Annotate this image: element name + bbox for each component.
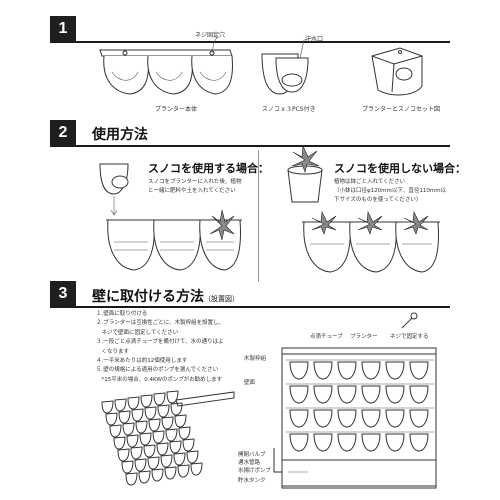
set-view-label: プランターとスノコセット図	[362, 106, 441, 113]
section-3-divider	[50, 306, 450, 308]
planter-body-figure	[99, 35, 233, 95]
wall-grid-figure	[101, 390, 235, 486]
planter-with-plants-figure	[302, 210, 440, 273]
irrigation-schematic	[273, 347, 437, 489]
section-2-vertical-divider	[258, 150, 259, 282]
step-line: ４.一平米あたりは約12個使用します	[96, 358, 188, 365]
without-sunoko-note: 植物は鉢ごと入れてください （小鉢は口径φ120mm以下、直径110mm以 下サ…	[334, 179, 447, 203]
with-sunoko-note: スノコをプランターに入れた後、植物 と一緒に肥料や土を入れてください	[148, 179, 242, 194]
wood-frame-label: 木製枠組	[244, 356, 267, 362]
step-line: くなります	[96, 348, 130, 355]
section-1-divider	[50, 41, 450, 43]
section-1-number: 1	[50, 16, 76, 42]
sunoko-figure	[261, 37, 313, 95]
step-line: １.壁面に取り付ける	[96, 311, 148, 317]
drip-tube-label: 点滴チューブ	[310, 334, 343, 340]
screw-hole-label: ネジ固定穴	[195, 32, 226, 39]
step-line: ３.一段ごと点滴チューブを備付けて、水の通りはよ	[96, 339, 224, 346]
section-2-number: 2	[50, 120, 76, 146]
wall-label: 壁面	[244, 380, 256, 386]
planter-label: プランター	[350, 334, 378, 340]
section-3-title: 壁に取付ける方法（設置図）	[92, 289, 239, 305]
screw-icon	[401, 312, 418, 329]
potted-plant-figure	[287, 144, 323, 203]
step-line: ５.壁の規格による適用のポンプを選んでください	[96, 367, 219, 374]
set-view-figure	[371, 47, 423, 96]
water-pipe-label: 通水管路	[238, 460, 261, 466]
step-line: ２.プランターは互換性ごとに、木製枠組を設置し、	[96, 320, 225, 327]
screw-label: ネジで固定する	[390, 334, 429, 340]
section-3-number: 3	[50, 281, 76, 307]
pump-label: 水揚げポンプ	[238, 468, 271, 474]
water-inlet-label: 注水口	[305, 36, 324, 43]
step-line: ネジで壁面に固定してください	[96, 329, 179, 336]
valve-label: 開閉バルブ	[238, 452, 266, 458]
sunoko-small-figure	[99, 163, 129, 216]
without-sunoko-heading: スノコを使用しない場合：	[334, 162, 466, 175]
planter-body-label: プランター本体	[155, 106, 198, 113]
tank-label: 貯水タンク	[238, 478, 266, 484]
planter-with-sunoko-figure	[106, 209, 242, 271]
with-sunoko-heading: スノコを使用する場合：	[148, 162, 269, 175]
section-2-title: 使用方法	[92, 127, 148, 143]
installation-steps: １.壁面に取り付ける ２.プランターは互換性ごとに、木製枠組を設置し、 ネジで壁…	[96, 310, 224, 385]
step-line: *15平米の場合、0.4KWのポンプがお勧めします	[96, 376, 223, 383]
sunoko-label: スノコｘ３PCS付き	[262, 106, 316, 113]
section-2-divider	[50, 145, 450, 147]
